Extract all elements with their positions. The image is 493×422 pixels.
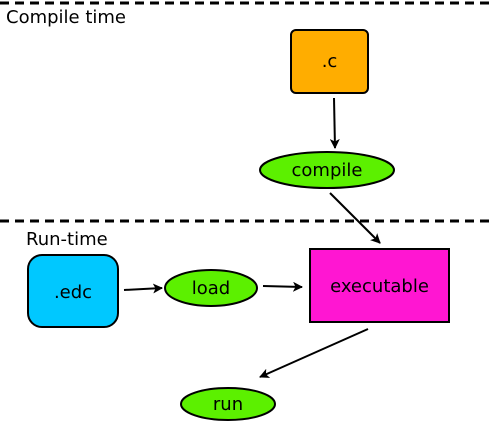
compile-ellipse bbox=[259, 151, 395, 189]
arrow-c-to-compile bbox=[329, 97, 340, 149]
arrow-compile-to-executable bbox=[329, 192, 381, 244]
run-node: run bbox=[180, 387, 276, 421]
load-ellipse bbox=[164, 269, 258, 307]
compile-time-label: Compile time bbox=[6, 7, 126, 28]
c-source-label: .c bbox=[322, 51, 338, 72]
run-label: run bbox=[213, 394, 243, 415]
compile-label: compile bbox=[292, 160, 363, 181]
arrow-edc-to-load bbox=[123, 283, 163, 294]
executable-box bbox=[309, 248, 450, 323]
run-time-label: Run-time bbox=[26, 229, 108, 250]
load-label: load bbox=[192, 278, 230, 299]
compile-node: compile bbox=[259, 151, 395, 189]
executable-node: executable bbox=[309, 248, 450, 323]
arrow-load-to-executable bbox=[262, 281, 303, 292]
load-node: load bbox=[164, 269, 258, 307]
run-ellipse bbox=[180, 387, 276, 421]
edc-node: .edc bbox=[27, 254, 119, 328]
c-source-box bbox=[290, 29, 369, 94]
executable-label: executable bbox=[330, 276, 429, 297]
c-source-node: .c bbox=[290, 29, 369, 94]
edc-label: .edc bbox=[54, 282, 92, 303]
arrow-executable-to-run bbox=[259, 328, 369, 378]
edc-box bbox=[27, 254, 119, 328]
